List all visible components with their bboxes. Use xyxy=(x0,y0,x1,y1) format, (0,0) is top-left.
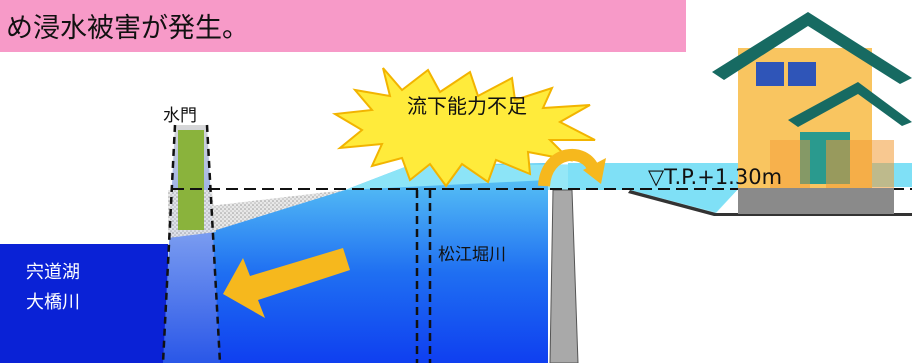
flood-wall xyxy=(549,189,579,363)
burst-shape xyxy=(331,67,596,188)
lake-label-2: 大橋川 xyxy=(26,292,80,313)
gate-label: 水門 xyxy=(163,106,197,126)
gate-structure xyxy=(163,125,220,363)
lake-label-1: 宍道湖 xyxy=(26,262,80,283)
house-icon xyxy=(712,12,912,214)
level-label: ▽T.P.+1.30m xyxy=(648,165,783,189)
gate-door xyxy=(178,130,204,230)
canal-water xyxy=(210,163,548,363)
ground-line xyxy=(628,190,912,216)
canal-label: 松江堀川 xyxy=(438,245,506,265)
lake-water xyxy=(0,244,168,363)
banner: め浸水被害が発生。 xyxy=(0,0,686,52)
flow-arrow xyxy=(223,248,350,318)
overflow-arrow xyxy=(538,149,600,187)
banner-text: め浸水被害が発生。 xyxy=(6,13,249,44)
capacity-label: 流下能力不足 xyxy=(407,94,527,118)
